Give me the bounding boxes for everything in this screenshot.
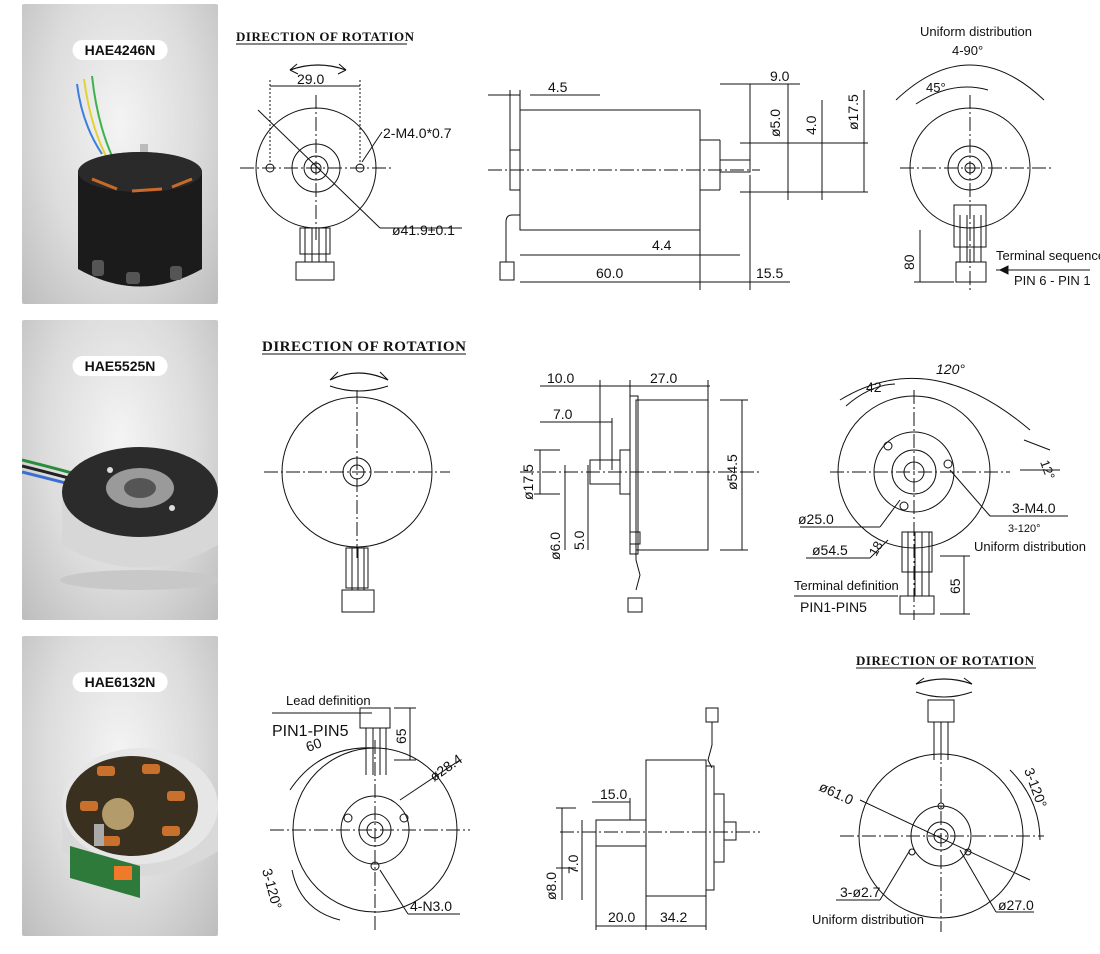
- dim-side-5: 34.2: [660, 909, 687, 925]
- dim-side-7: 5.0: [571, 530, 587, 550]
- lead-length: 80: [901, 254, 917, 270]
- rotation-title: DIRECTION OF ROTATION: [856, 653, 1035, 668]
- dim-side-4: ø17.5: [520, 464, 536, 500]
- holes-label: 3-ø2.7: [840, 884, 881, 900]
- dim-front-1: ø28.4: [427, 751, 466, 785]
- model-badge: HAE5525N: [72, 356, 168, 376]
- dim-side-3: 7.0: [565, 854, 581, 874]
- dim-side-3: 7.0: [553, 406, 573, 422]
- product-photo-hae6132n: HAE6132N: [22, 636, 218, 936]
- dim-back-2: ø27.0: [998, 897, 1034, 913]
- terminal-pins: PIN 6 - PIN 1: [1014, 273, 1091, 288]
- dim-side-5: ø17.5: [845, 94, 861, 130]
- rotation-title: DIRECTION OF ROTATION: [236, 29, 415, 44]
- dim-side-5: ø54.5: [724, 454, 740, 490]
- dim-side-1: 15.0: [600, 786, 627, 802]
- dim-side-4: 20.0: [608, 909, 635, 925]
- row3-side-view: 15.0 ø8.0 7.0 20.0 34.2: [543, 707, 760, 930]
- dim-side-2: 9.0: [770, 68, 790, 84]
- angle-3-120: 3-120°: [259, 867, 285, 911]
- angle-3-120: 3-120°: [1021, 766, 1050, 810]
- angle-120: 120°: [936, 361, 965, 377]
- dim-back-1: ø25.0: [798, 511, 834, 527]
- dim-side-6: 4.4: [652, 237, 672, 253]
- dist-label: Uniform distribution: [974, 539, 1086, 554]
- angle-60: 60: [304, 734, 324, 754]
- terminal-pins: PIN1-PIN5: [800, 599, 867, 615]
- holes-angle: 3-120°: [1008, 523, 1041, 535]
- dim-back-2: ø54.5: [812, 542, 848, 558]
- motor-image: [62, 748, 218, 898]
- dim-back-3: 18: [866, 538, 886, 558]
- dist-label: Uniform distribution: [812, 912, 924, 927]
- row3-back-view: DIRECTION OF ROTATION ø61.0 3-120° 3-ø2.…: [812, 653, 1050, 932]
- dim-side-2: 27.0: [650, 370, 677, 386]
- dim-side-1: 4.5: [548, 79, 568, 95]
- dim-width: 29.0: [297, 71, 324, 87]
- motor-image: [22, 447, 218, 590]
- motor-image: [76, 75, 202, 287]
- dim-diameter: ø41.9±0.1: [392, 222, 455, 238]
- row1-front-view: DIRECTION OF ROTATION 29.0 2-M4.0*0.7 ø4…: [236, 29, 462, 281]
- dist-label: Uniform distribution: [920, 24, 1032, 39]
- product-photo-hae5525n: HAE5525N: [22, 320, 218, 620]
- dim-side-3: ø5.0: [767, 109, 783, 137]
- dim-back-1: ø61.0: [817, 778, 856, 808]
- angle-42: 42: [866, 379, 882, 395]
- terminal-label: Terminal sequence: [996, 248, 1100, 263]
- row3-front-view: Lead definition PIN1-PIN5 65 60 ø28.4 3-…: [259, 693, 470, 930]
- lead-def-pins: PIN1-PIN5: [272, 723, 349, 740]
- dim-side-1: 10.0: [547, 370, 574, 386]
- dim-side-2: ø8.0: [543, 872, 559, 900]
- dim-side-6: ø6.0: [547, 532, 563, 560]
- angle-45: 45°: [926, 80, 946, 95]
- dim-side-7: 60.0: [596, 265, 623, 281]
- terminal-label: Terminal definition: [794, 578, 899, 593]
- row1-back-view: Uniform distribution 4-90° 45° 80 Termin…: [895, 24, 1100, 290]
- row2-side-view: 10.0 27.0 7.0 ø17.5 ø54.5 ø6.0 5.0: [520, 370, 760, 613]
- row2-back-view: 120° 42 12° 3-M4.0 3-120° Uniform distri…: [794, 361, 1086, 620]
- holes-label: 4-N3.0: [410, 898, 452, 914]
- angle-label: 4-90°: [952, 43, 983, 58]
- lead-length: 65: [393, 728, 409, 744]
- product-photo-hae4246n: HAE4246N: [22, 4, 218, 304]
- model-badge: HAE6132N: [72, 672, 168, 692]
- dim-side-8: 15.5: [756, 265, 783, 281]
- holes-label: 3-M4.0: [1012, 500, 1056, 516]
- lead-def-label: Lead definition: [286, 693, 371, 708]
- model-badge: HAE4246N: [72, 40, 168, 60]
- dim-holes: 2-M4.0*0.7: [383, 125, 452, 141]
- lead-length: 65: [947, 578, 963, 594]
- rotation-title: DIRECTION OF ROTATION: [262, 339, 466, 355]
- dim-side-4: 4.0: [803, 115, 819, 135]
- row2-front-view: DIRECTION OF ROTATION: [262, 339, 466, 613]
- row1-side-view: 4.5 9.0 ø5.0 4.0 ø17.5 4.4 60.0 15.5: [488, 68, 868, 290]
